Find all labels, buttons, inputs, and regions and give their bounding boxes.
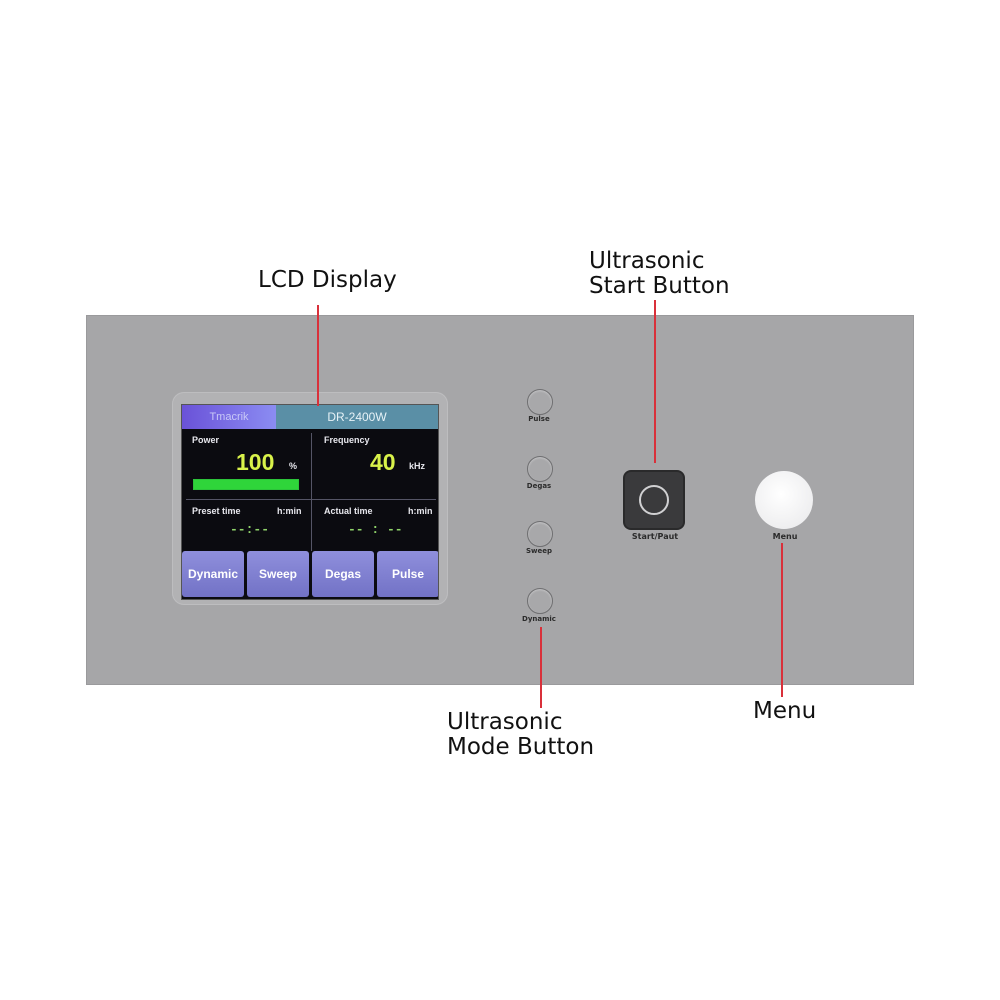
softkey-row: Dynamic Sweep Degas Pulse <box>182 551 438 599</box>
frequency-value: 40 <box>370 449 396 475</box>
softkey-sweep[interactable]: Sweep <box>247 551 309 597</box>
leader-start-button <box>654 300 656 463</box>
lcd-display: Tmacrik DR-2400W Power 100 % Frequency 4… <box>181 404 439 600</box>
leader-menu <box>781 543 783 697</box>
sweep-button[interactable] <box>527 521 553 547</box>
softkey-dynamic[interactable]: Dynamic <box>182 551 244 597</box>
actual-time-value: -- : -- <box>348 522 403 537</box>
softkey-degas[interactable]: Degas <box>312 551 374 597</box>
power-label: Power <box>192 435 220 445</box>
degas-button[interactable] <box>527 456 553 482</box>
actual-time-label: Actual time <box>324 506 373 516</box>
sweep-caption: Sweep <box>525 547 552 555</box>
dynamic-button[interactable] <box>527 588 553 614</box>
menu-caption: Menu <box>772 532 798 541</box>
lcd-header: Tmacrik DR-2400W <box>182 405 438 429</box>
leader-mode-button <box>540 627 542 708</box>
callout-menu: Menu <box>753 698 817 724</box>
start-pause-caption: Start/Paut <box>631 532 679 541</box>
power-bar <box>193 479 299 490</box>
preset-time-unit: h:min <box>277 506 302 516</box>
callout-mode-button: Ultrasonic Mode Button <box>447 709 595 760</box>
callout-start-button: Ultrasonic Start Button <box>589 248 730 299</box>
degas-caption: Degas <box>526 482 552 490</box>
dynamic-caption: Dynamic <box>522 615 556 623</box>
frequency-label: Frequency <box>324 435 370 445</box>
pulse-caption: Pulse <box>528 415 550 423</box>
leader-lcd-display <box>317 305 319 406</box>
preset-time-value: --:-- <box>230 522 270 537</box>
lcd-divider-horizontal <box>186 499 436 500</box>
pulse-button[interactable] <box>527 389 553 415</box>
power-bar-fill <box>194 480 298 489</box>
power-unit: % <box>289 461 298 471</box>
preset-time-label: Preset time <box>192 506 241 516</box>
callout-lcd-display: LCD Display <box>258 267 397 293</box>
actual-time-unit: h:min <box>408 506 433 516</box>
model-name: DR-2400W <box>327 410 387 424</box>
softkey-pulse[interactable]: Pulse <box>377 551 438 597</box>
brand-logo: Tmacrik <box>182 405 276 429</box>
frequency-unit: kHz <box>409 461 426 471</box>
power-value: 100 <box>236 449 275 475</box>
start-pause-button[interactable] <box>625 472 683 528</box>
power-ring-icon <box>639 485 669 515</box>
menu-button[interactable] <box>755 471 813 529</box>
lcd-divider-vertical <box>311 433 312 551</box>
